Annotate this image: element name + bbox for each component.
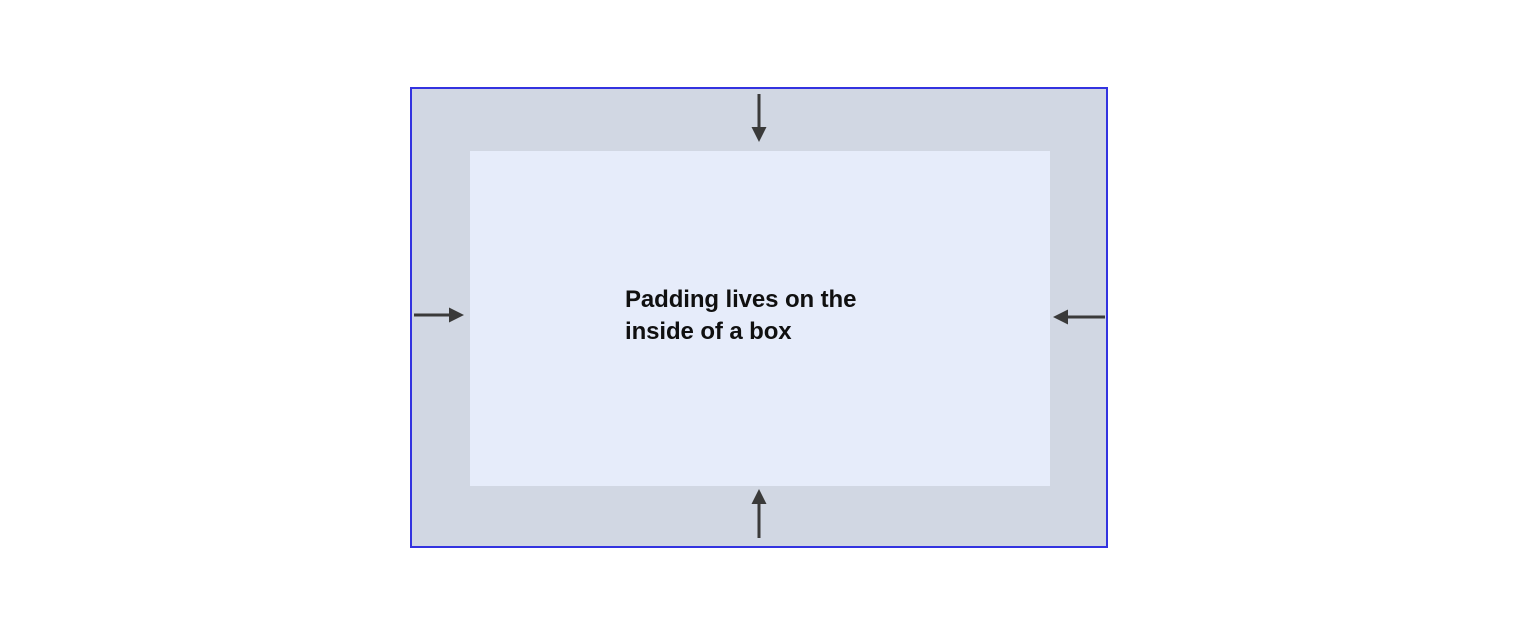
arrow-up-bottom-icon [751, 489, 767, 538]
arrow-left-right-icon [1053, 309, 1105, 325]
arrow-down-top-icon [751, 94, 767, 142]
content-box-label: Padding lives on the inside of a box [625, 286, 857, 345]
arrow-right-left-icon [414, 307, 464, 323]
content-box-inner [470, 151, 1050, 486]
